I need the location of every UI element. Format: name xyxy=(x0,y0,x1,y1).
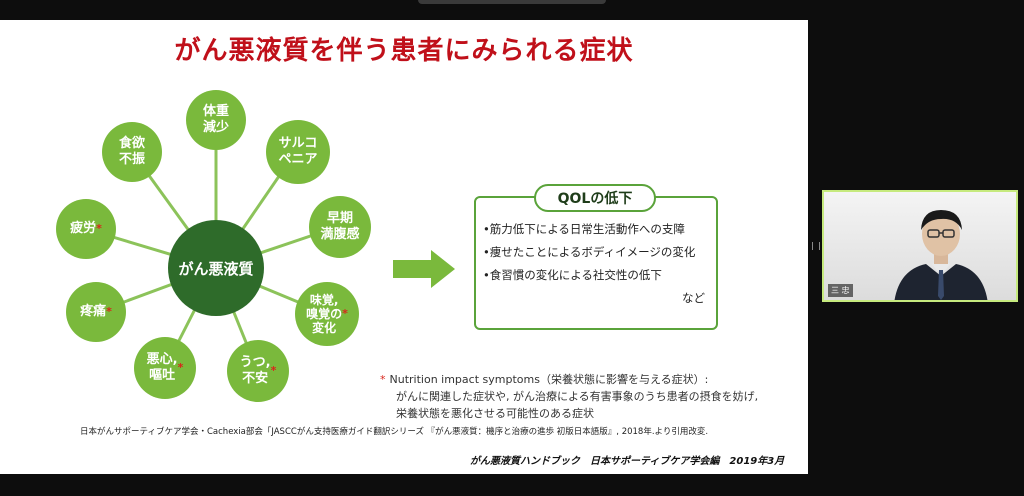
asterisk-mark: * xyxy=(270,364,277,377)
note-text: Nutrition impact symptoms（栄養状態に影響を与える症状）… xyxy=(389,373,709,386)
note-line-2: がんに関連した症状や, がん治療による有害事象のうち患者の摂食を妨げ, xyxy=(396,390,759,403)
qol-etc-label: など xyxy=(682,291,705,305)
node-label: 早期 満腹感 xyxy=(320,211,360,242)
node-label: 体重 減少 xyxy=(202,104,229,135)
participant-name-tag: 三 忠 xyxy=(828,284,853,297)
asterisk-mark: * xyxy=(380,373,386,386)
asterisk-mark: * xyxy=(342,307,348,320)
symptom-node-nausea-vomiting: 悪心, 嘔吐* xyxy=(134,337,196,399)
node-label: うつ, 不安 xyxy=(239,355,271,386)
right-arrow-icon xyxy=(393,250,455,288)
node-label: 味覚, 嗅覚の 変化 xyxy=(306,293,343,335)
symptom-node-pain: 疼痛* xyxy=(66,282,126,342)
node-label: 疲労 xyxy=(70,221,97,236)
participant-video-tile[interactable]: 三 忠 xyxy=(822,190,1018,302)
shared-slide: がん悪液質を伴う患者にみられる症状 体重 減少 サルコ ペニア 早期 満腹感 味… xyxy=(0,20,808,474)
panel-resize-handle[interactable] xyxy=(812,242,820,250)
node-label: 悪心, 嘔吐 xyxy=(146,352,178,383)
node-label: サルコ ペニア xyxy=(278,136,318,167)
list-item: •痩せたことによるボディイメージの変化 xyxy=(483,245,696,259)
node-label: 食欲 不振 xyxy=(118,136,145,167)
footer-citation: がん悪液質ハンドブック 日本サポーティブケア学会編 2019年3月 xyxy=(470,456,785,467)
symptom-node-sarcopenia: サルコ ペニア xyxy=(266,120,330,184)
asterisk-mark: * xyxy=(177,361,184,374)
list-item: •筋力低下による日常生活動作への支障 xyxy=(483,222,685,236)
symptom-node-depression-anxiety: うつ, 不安* xyxy=(227,340,289,402)
node-label: 疼痛 xyxy=(80,304,107,319)
qol-list: •筋力低下による日常生活動作への支障 •痩せたことによるボディイメージの変化 •… xyxy=(483,218,695,287)
symptom-node-appetite-loss: 食欲 不振 xyxy=(102,122,162,182)
slide-title: がん悪液質を伴う患者にみられる症状 xyxy=(174,36,634,66)
list-item: •食習慣の変化による社交性の低下 xyxy=(483,268,662,282)
center-node-cachexia: がん悪液質 xyxy=(168,220,264,316)
asterisk-mark: * xyxy=(96,222,102,235)
symptom-node-early-satiety: 早期 満腹感 xyxy=(309,196,371,258)
note-line-1: *Nutrition impact symptoms（栄養状態に影響を与える症状… xyxy=(380,371,758,388)
asterisk-mark: * xyxy=(106,305,112,318)
qol-header: QOLの低下 xyxy=(534,184,656,212)
symptom-node-taste-smell-change: 味覚, 嗅覚の 変化* xyxy=(295,282,359,346)
symptom-node-fatigue: 疲労* xyxy=(56,199,116,259)
qol-box xyxy=(474,196,718,330)
symptom-node-weight-loss: 体重 減少 xyxy=(186,90,246,150)
source-citation: 日本がんサポーティブケア学会・Cachexia部会「JASCCがん支持医療ガイド… xyxy=(80,427,709,437)
top-bar-handle[interactable] xyxy=(418,0,606,4)
note-line-3: 栄養状態を悪化させる可能性のある症状 xyxy=(396,407,594,420)
nutrition-note: *Nutrition impact symptoms（栄養状態に影響を与える症状… xyxy=(380,371,758,422)
presenter-figure xyxy=(894,210,988,300)
